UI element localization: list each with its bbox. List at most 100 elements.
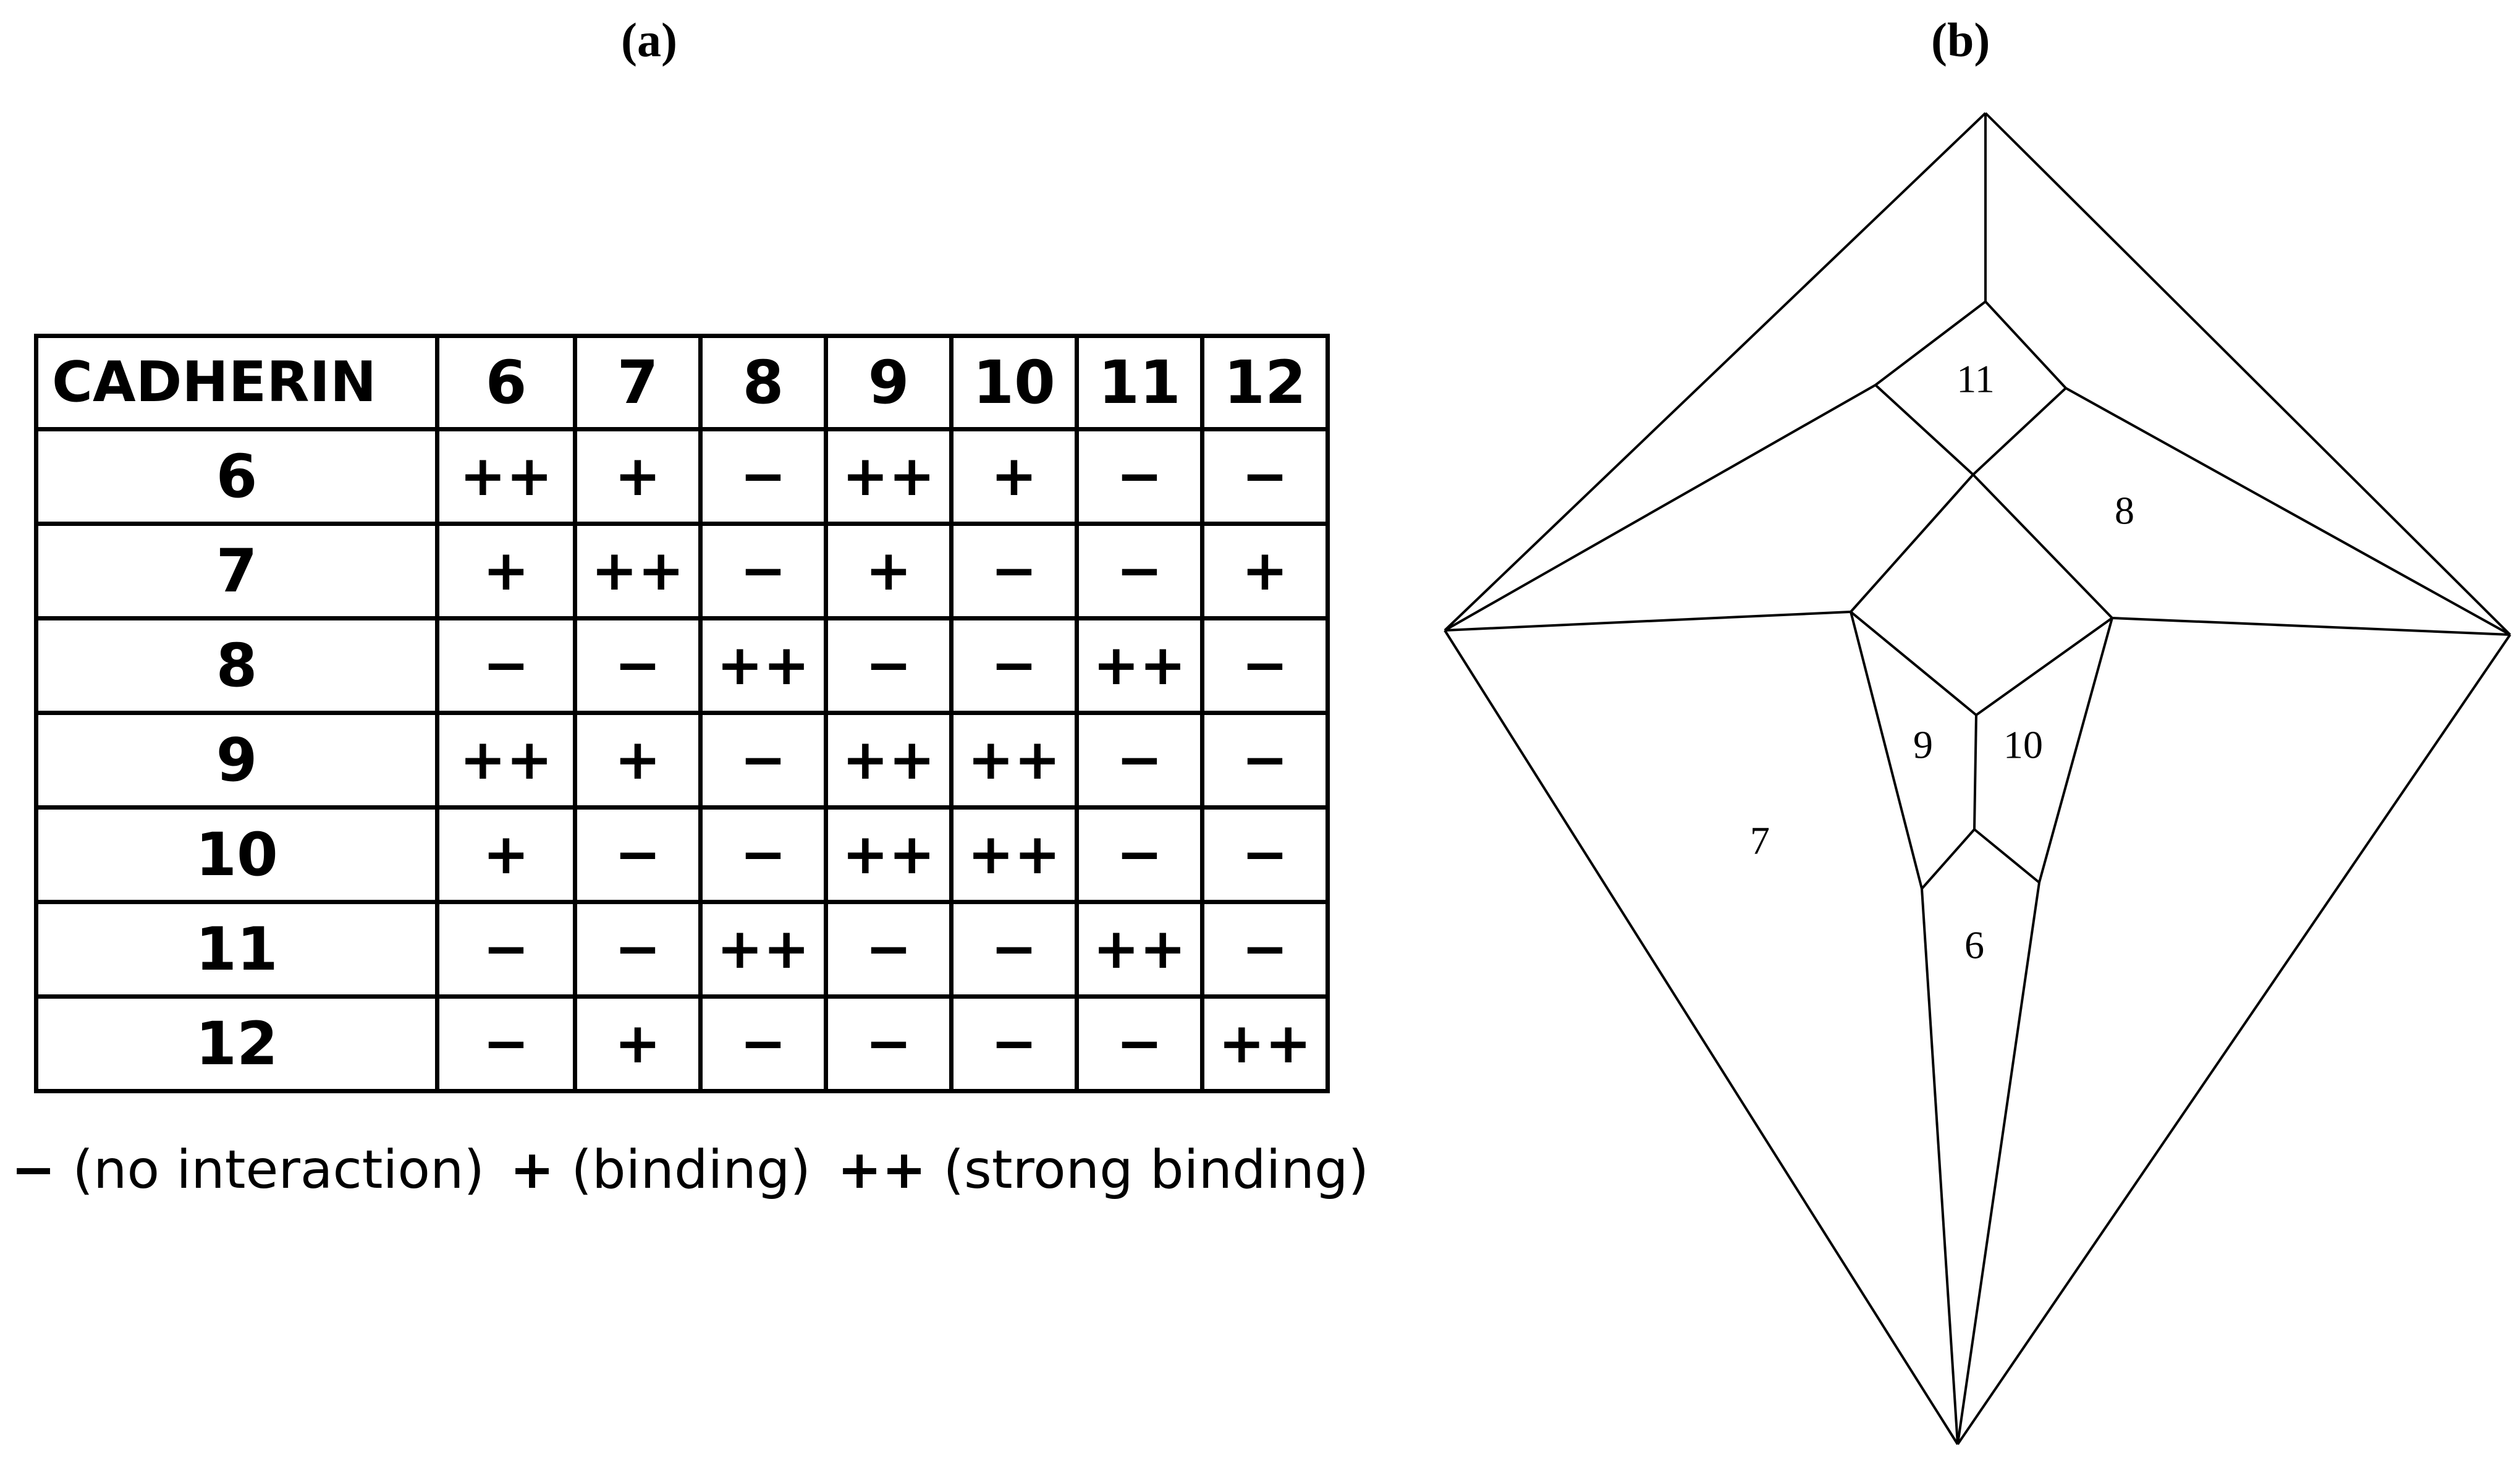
panel-a-label: (a) <box>621 13 677 67</box>
interaction-cell: − <box>573 805 703 904</box>
inner-edge <box>1921 888 1959 1445</box>
interaction-cell: − <box>698 522 828 620</box>
inner-edge <box>1975 617 2113 716</box>
inner-edge <box>1972 387 2067 476</box>
interaction-cell: − <box>949 522 1079 620</box>
legend-no-interaction: − (no interaction) <box>11 1143 484 1196</box>
inner-edge <box>1973 828 2040 884</box>
table-row: 7 + ++ − + − − + <box>34 522 1330 620</box>
outer-edge <box>1444 629 1959 1446</box>
inner-edge <box>1921 828 1976 890</box>
inner-edge <box>1444 384 1876 632</box>
region-label-11: 11 <box>1956 357 1995 401</box>
interaction-cell: − <box>1200 427 1330 526</box>
interaction-cell: − <box>698 711 828 810</box>
interaction-cell: + <box>949 427 1079 526</box>
inner-edge <box>1956 882 2040 1445</box>
interaction-cell: − <box>435 900 577 999</box>
interaction-cell: ++ <box>949 805 1079 904</box>
row-header: 12 <box>34 994 439 1093</box>
interaction-cell: − <box>698 994 828 1093</box>
interaction-cell: + <box>1200 522 1330 620</box>
table-corner-header: CADHERIN <box>34 334 439 431</box>
interaction-cell: + <box>435 805 577 904</box>
column-header-8: 8 <box>698 334 828 431</box>
inner-edge <box>1850 611 1923 889</box>
interaction-cell: ++ <box>1200 994 1330 1093</box>
inner-edge <box>1973 714 1977 830</box>
interaction-cell: ++ <box>435 711 577 810</box>
interaction-cell: − <box>1200 616 1330 715</box>
interaction-cell: − <box>1200 711 1330 810</box>
legend-binding: + (binding) <box>510 1143 811 1196</box>
column-header-9: 9 <box>824 334 953 431</box>
region-label-10: 10 <box>2003 723 2043 767</box>
row-header: 8 <box>34 616 439 715</box>
table-row: 11 − − ++ − − ++ − <box>34 900 1330 999</box>
interaction-cell: ++ <box>435 427 577 526</box>
row-header: 11 <box>34 900 439 999</box>
inner-edge <box>1850 611 1977 716</box>
interaction-cell: − <box>949 994 1079 1093</box>
region-label-6: 6 <box>1964 923 1984 967</box>
inner-edge <box>1984 300 2067 389</box>
interaction-cell: + <box>573 427 703 526</box>
table-row: 9 ++ + − ++ ++ − − <box>34 711 1330 810</box>
legend-symbol: + <box>510 1139 555 1201</box>
legend-text: (strong binding) <box>926 1139 1369 1201</box>
table-header-row: CADHERIN 6 7 8 9 10 11 12 <box>34 334 1330 431</box>
interaction-cell: − <box>573 900 703 999</box>
interaction-cell: − <box>1200 805 1330 904</box>
interaction-cell: − <box>1075 805 1204 904</box>
interaction-cell: ++ <box>1075 616 1204 715</box>
interaction-cell: − <box>435 994 577 1093</box>
inner-edge <box>1874 384 1974 476</box>
legend-symbol: − <box>11 1139 56 1201</box>
column-header-12: 12 <box>1200 334 1330 431</box>
row-header: 7 <box>34 522 439 620</box>
table-row: 6 ++ + − ++ + − − <box>34 427 1330 526</box>
region-label-9: 9 <box>1913 723 1933 767</box>
legend-text: (binding) <box>554 1139 811 1201</box>
interaction-cell: − <box>1075 711 1204 810</box>
inner-edge <box>2065 387 2511 636</box>
row-header: 9 <box>34 711 439 810</box>
cadherin-interaction-table: CADHERIN 6 7 8 9 10 11 12 6 ++ + − ++ + … <box>34 334 1330 1093</box>
interaction-cell: ++ <box>949 711 1079 810</box>
inner-edge <box>2112 617 2511 636</box>
interaction-cell: − <box>573 616 703 715</box>
column-header-6: 6 <box>435 334 577 431</box>
interaction-cell: + <box>435 522 577 620</box>
interaction-cell: − <box>1075 427 1204 526</box>
interaction-cell: + <box>573 711 703 810</box>
table-row: 12 − + − − − − ++ <box>34 994 1330 1093</box>
interaction-cell: ++ <box>1075 900 1204 999</box>
interaction-cell: + <box>824 522 953 620</box>
interaction-cell: − <box>1075 994 1204 1093</box>
column-header-11: 11 <box>1075 334 1204 431</box>
interaction-cell: − <box>949 616 1079 715</box>
interaction-cell: − <box>824 616 953 715</box>
interaction-cell: ++ <box>698 900 828 999</box>
legend-symbol: ++ <box>837 1139 927 1201</box>
interaction-cell: ++ <box>824 711 953 810</box>
inner-edge <box>1850 473 1974 613</box>
interaction-cell: − <box>435 616 577 715</box>
interaction-cell: − <box>698 427 828 526</box>
interaction-cell: − <box>698 805 828 904</box>
outer-edge <box>1984 112 2511 636</box>
row-header: 10 <box>34 805 439 904</box>
interaction-cell: − <box>824 900 953 999</box>
table-row: 8 − − ++ − − ++ − <box>34 616 1330 715</box>
panel-b-label: (b) <box>1931 13 1990 67</box>
legend-text: (no interaction) <box>56 1139 485 1201</box>
table-row: 10 + − − ++ ++ − − <box>34 805 1330 904</box>
interaction-cell: ++ <box>824 805 953 904</box>
interaction-cell: − <box>824 994 953 1093</box>
region-label-7: 7 <box>1750 819 1770 863</box>
interaction-cell: + <box>573 994 703 1093</box>
interaction-cell: − <box>1200 900 1330 999</box>
column-header-7: 7 <box>573 334 703 431</box>
outer-edge <box>1444 112 1987 632</box>
inner-edge <box>2038 617 2113 883</box>
